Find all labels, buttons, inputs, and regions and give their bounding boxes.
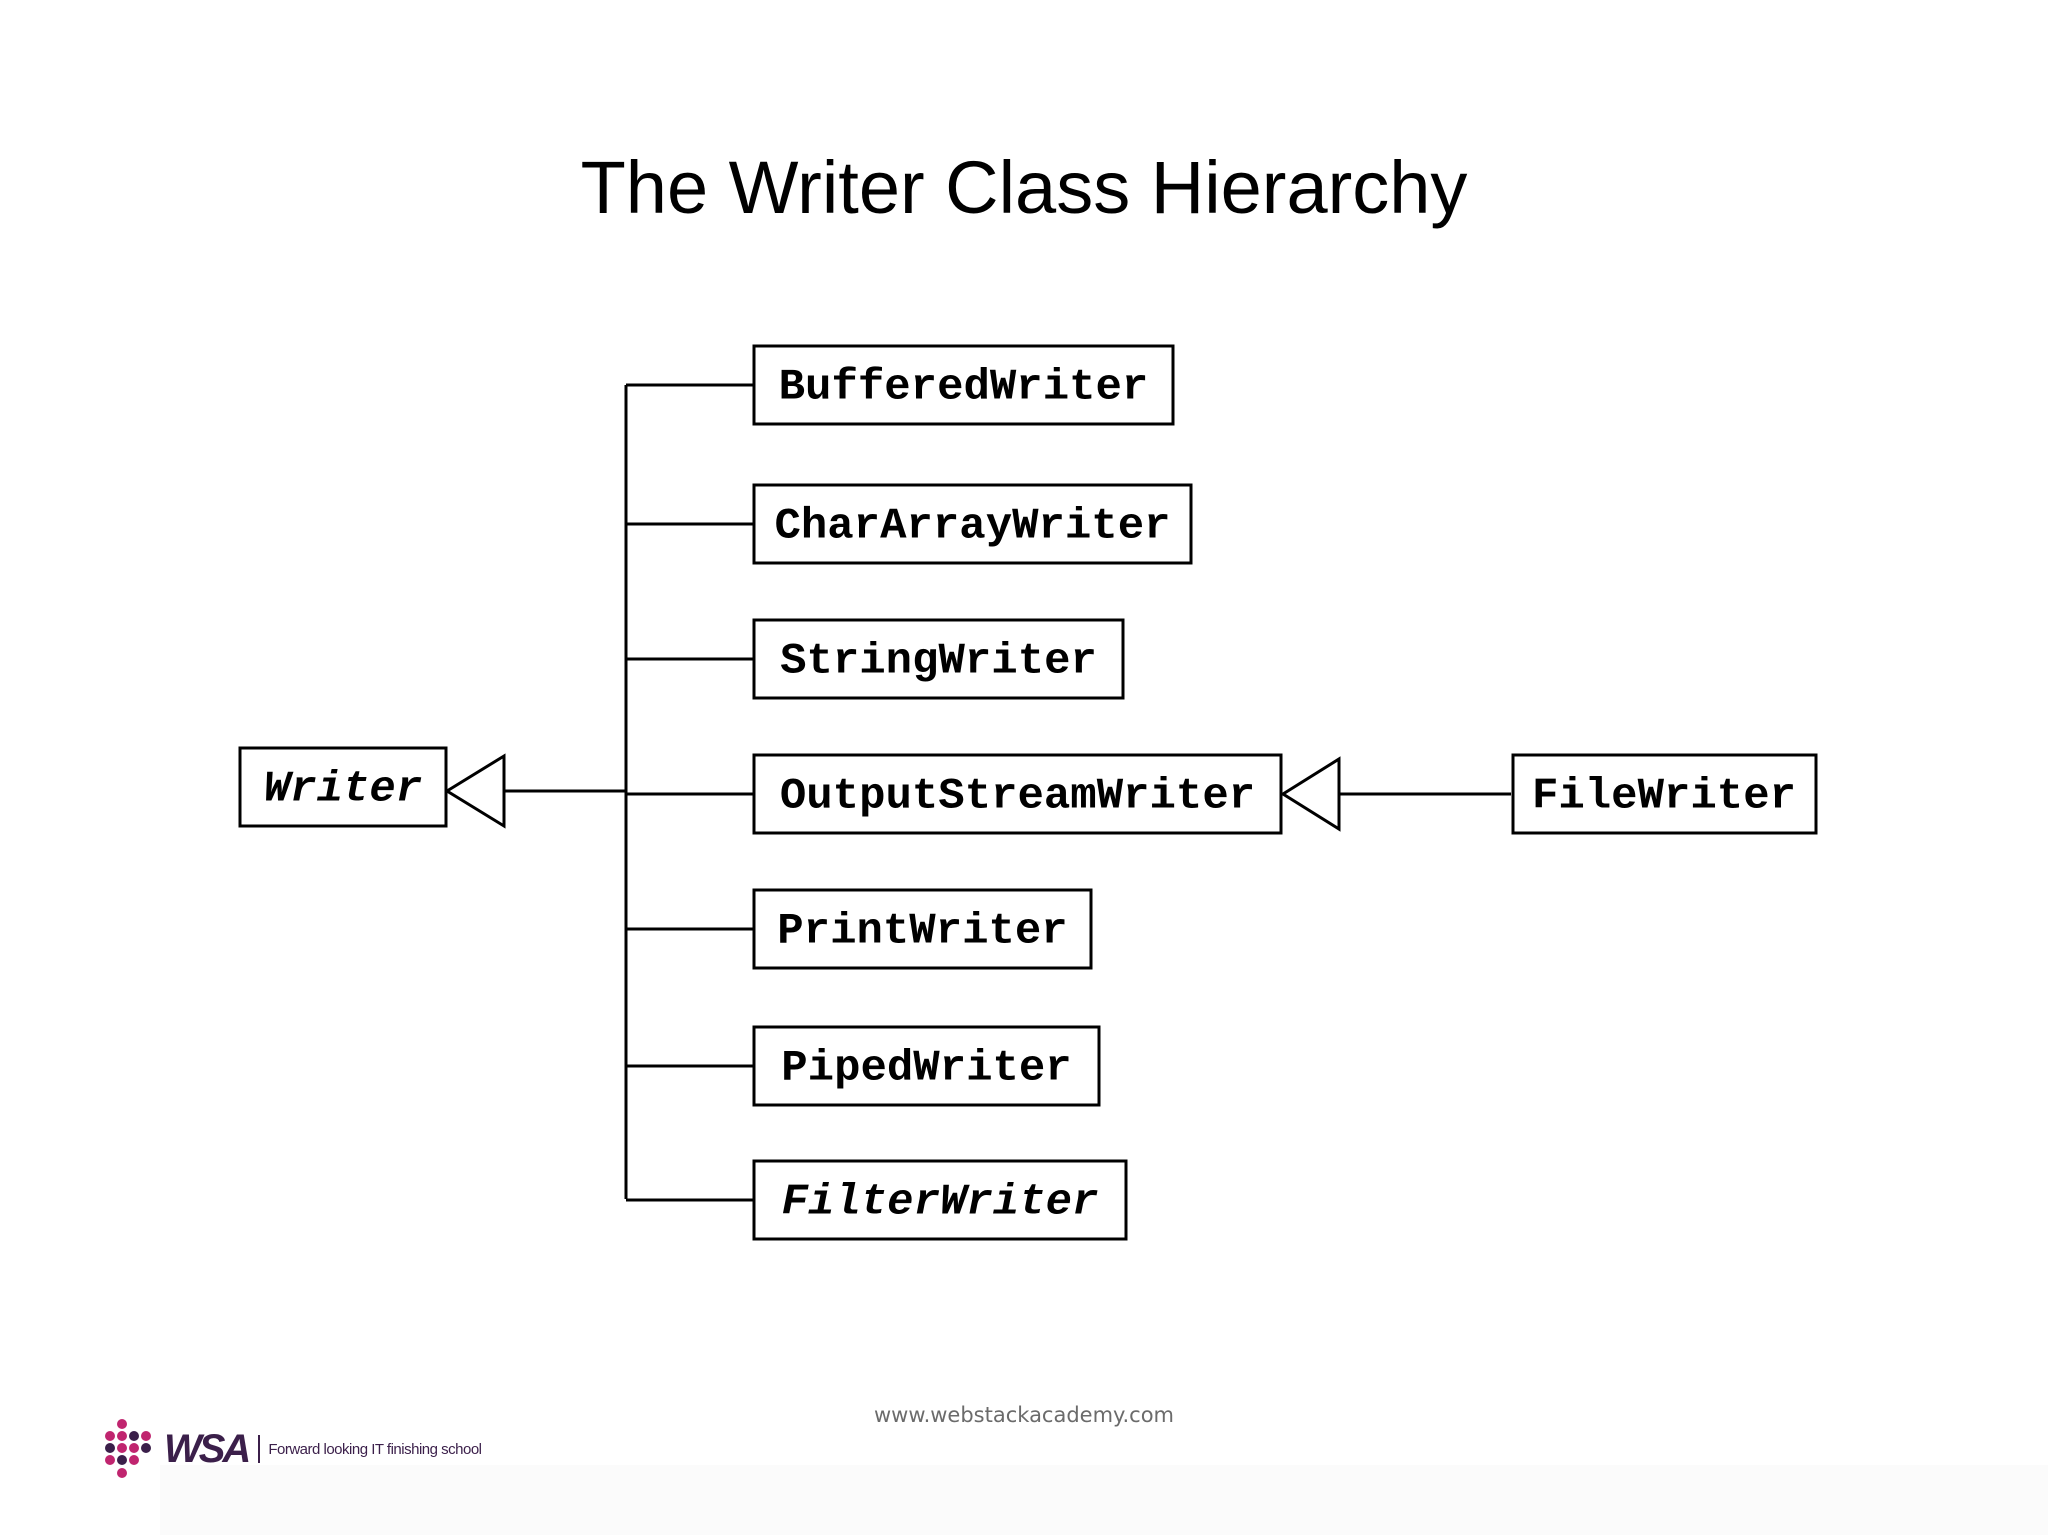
class-box [1511,753,1818,835]
class-label-filewriter: FileWriter [1532,772,1796,822]
wsa-logo: WSA Forward looking IT finishing school [100,1418,482,1480]
class-node-filterwriter: FilterWriter [626,1159,1128,1241]
subclass-nodes: BufferedWriterCharArrayWriterStringWrite… [626,344,1283,1241]
class-box [752,753,1283,835]
class-label-bufferedwriter: BufferedWriter [779,363,1149,413]
logo-tagline: Forward looking IT finishing school [268,1440,482,1458]
class-box [752,618,1125,700]
class-box [752,1025,1101,1107]
class-label-outputstreamwriter: OutputStreamWriter [780,772,1255,822]
class-node-filewriter: FileWriter [1511,753,1818,835]
class-box [752,888,1093,970]
class-node-writer: Writer [238,746,448,828]
class-label-printwriter: PrintWriter [777,907,1067,957]
wsa-dots-icon [105,1419,151,1478]
filewriter-inheritance-arrowhead [1280,756,1341,832]
class-node-printwriter: PrintWriter [626,888,1093,970]
class-box [752,344,1175,426]
class-label-writer: Writer [264,765,422,815]
root-inheritance-arrowhead [444,753,506,829]
footer-url: www.webstackacademy.com [873,1403,1175,1427]
class-node-bufferedwriter: BufferedWriter [626,344,1175,426]
class-box [238,746,448,828]
logo-wordmark: WSA [164,1426,251,1471]
class-label-stringwriter: StringWriter [780,637,1097,687]
class-node-stringwriter: StringWriter [626,618,1125,700]
grandchild-connector [1280,756,1511,832]
logo-divider [258,1435,261,1463]
class-box [752,483,1193,565]
class-node-chararraywriter: CharArrayWriter [626,483,1193,565]
inheritance-connectors [444,385,628,1199]
class-label-chararraywriter: CharArrayWriter [774,502,1170,552]
class-label-filterwriter: FilterWriter [782,1178,1099,1228]
class-node-pipedwriter: PipedWriter [626,1025,1101,1107]
footer-bar [160,1465,2048,1535]
slide-title: The Writer Class Hierarchy [580,146,1468,229]
class-box [752,1159,1128,1241]
class-label-pipedwriter: PipedWriter [781,1044,1071,1094]
class-node-outputstreamwriter: OutputStreamWriter [626,753,1283,835]
